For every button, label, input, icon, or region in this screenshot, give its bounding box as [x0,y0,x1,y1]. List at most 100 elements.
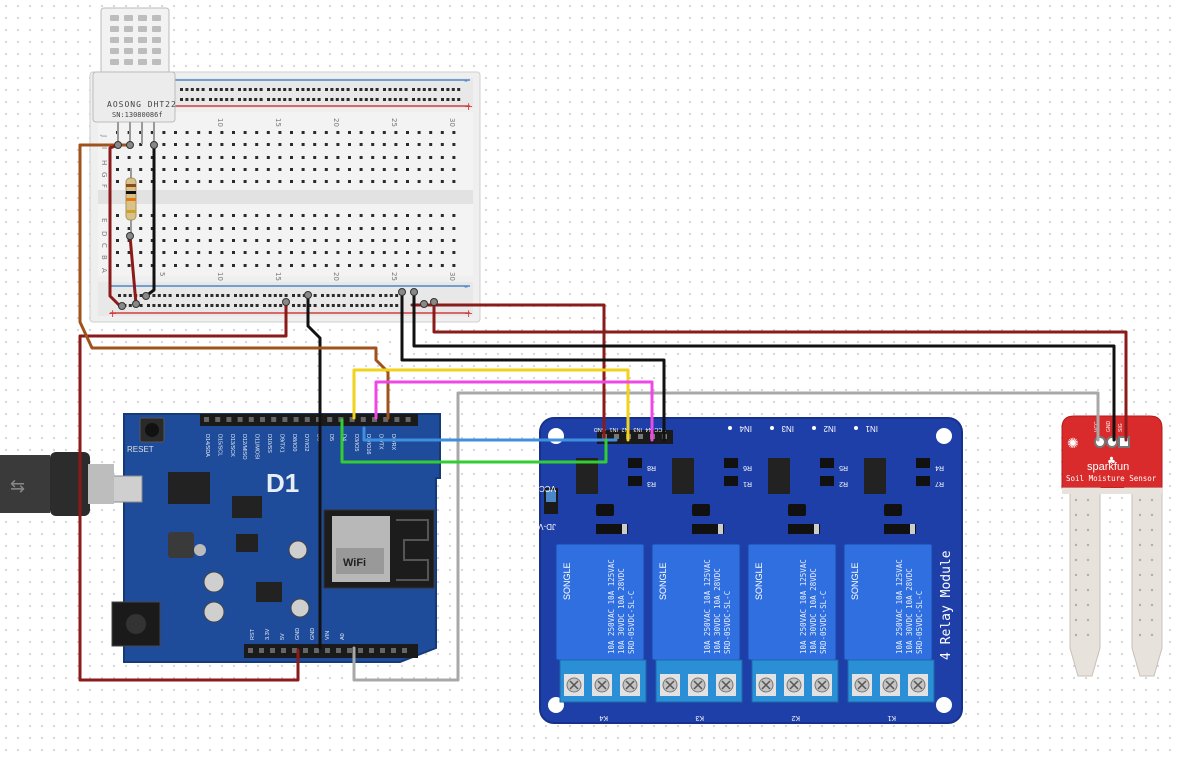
row-label: D [100,231,108,236]
probe-dot [1138,498,1142,502]
terminal-hole [371,264,375,267]
screw-slot [597,680,607,690]
rail-hole [395,304,399,307]
screw-slot [789,680,799,690]
terminal-hole [150,131,154,134]
rail-hole [370,88,374,91]
column-label-bottom: 5 [158,272,166,276]
row-label: I [100,147,108,149]
rail-hole [375,98,379,101]
rail-hole [128,294,132,297]
terminal-hole [243,168,247,171]
grille-slot [124,37,133,43]
terminal-hole [429,131,433,134]
status-led [728,426,732,430]
terminal-hole [359,156,363,159]
relay-pin-label: IN4 [645,426,654,432]
terminal-hole [162,214,166,217]
rail-hole [147,304,150,307]
column-label-top: 30 [448,118,456,127]
terminal-hole [243,264,247,267]
terminal-hole [162,168,166,171]
led-label: IN3 [781,424,794,433]
wire-magenta-in4 [374,380,654,442]
relay-spec: SRD-05VDC-SL-C [915,591,924,654]
rail-hole [250,304,254,307]
terminal-hole [452,168,456,171]
probe-dot [1150,498,1154,502]
terminal-hole [255,251,259,254]
rail-hole [279,294,283,297]
terminal-hole [197,180,201,183]
probe-dot [1150,618,1154,622]
terminal-hole [232,251,235,254]
terminal-hole [324,143,328,146]
terminal-hole [406,227,409,230]
header-pin [226,417,232,422]
screw-slot [569,680,579,690]
terminal-hole [394,214,398,217]
grille-slot [152,15,161,21]
rail-hole [359,88,363,91]
rail-hole [388,88,392,91]
terminal-hole [278,180,282,183]
terminal-hole [290,227,293,230]
rail-hole [215,294,219,297]
terminal-hole [371,131,375,134]
terminal-hole [150,264,154,267]
terminal-hole [127,264,131,267]
probe-dot [1086,588,1090,592]
wire-black-soil-gnd [412,290,1116,442]
rail-hole [399,98,403,101]
terminal-hole [440,227,444,230]
rail-hole [395,294,399,297]
terminal-hole [382,168,386,171]
row-label: C [100,243,108,248]
terminal-hole [185,214,189,217]
terminal-hole [417,264,421,267]
rail-hole [214,88,218,91]
column-label-bottom: 30 [448,272,456,281]
terminal-hole [290,180,293,183]
terminal-hole [139,239,143,242]
terminal-hole [278,264,282,267]
rail-hole [302,304,306,307]
rail-hole [139,294,143,297]
terminal-hole [417,180,421,183]
rail-hole [335,88,339,91]
terminal-hole [429,180,433,183]
grille-slot [152,26,161,32]
terminal-hole [440,251,444,254]
terminal-hole [382,143,386,146]
rail-hole [350,294,353,297]
terminal-hole [406,131,409,134]
rail-hole [296,88,299,91]
diode [884,524,916,534]
rail-hole [360,294,364,297]
rail-hole [384,294,388,297]
terminal-hole [139,264,143,267]
terminal-hole [185,239,189,242]
terminal-hole [348,264,351,267]
wire-red-resistor [128,234,138,306]
terminal-hole [255,180,259,183]
probe-dot [1074,558,1078,562]
top-pin-label: D8/IO0 [291,434,297,451]
bottom-pin-label: VIN [325,631,331,640]
bottom-pin-label: A0 [340,633,346,640]
rail-hole [292,304,295,307]
grille-slot [124,48,133,54]
header-pin [282,417,288,422]
terminal-hole [359,239,363,242]
rail-hole [128,304,132,307]
terminal-hole [162,239,166,242]
relay-spec: 10A 30VDC 10A 28VDC [905,568,914,654]
top-pin-label: D7/IO2 [303,434,309,451]
soil-sensor-label: Soil Moisture Sensor [1066,474,1157,483]
rail-hole [185,88,189,91]
rail-hole [330,88,334,91]
terminal-hole [371,251,375,254]
probe-dot [1150,603,1154,607]
terminal-hole [336,251,340,254]
